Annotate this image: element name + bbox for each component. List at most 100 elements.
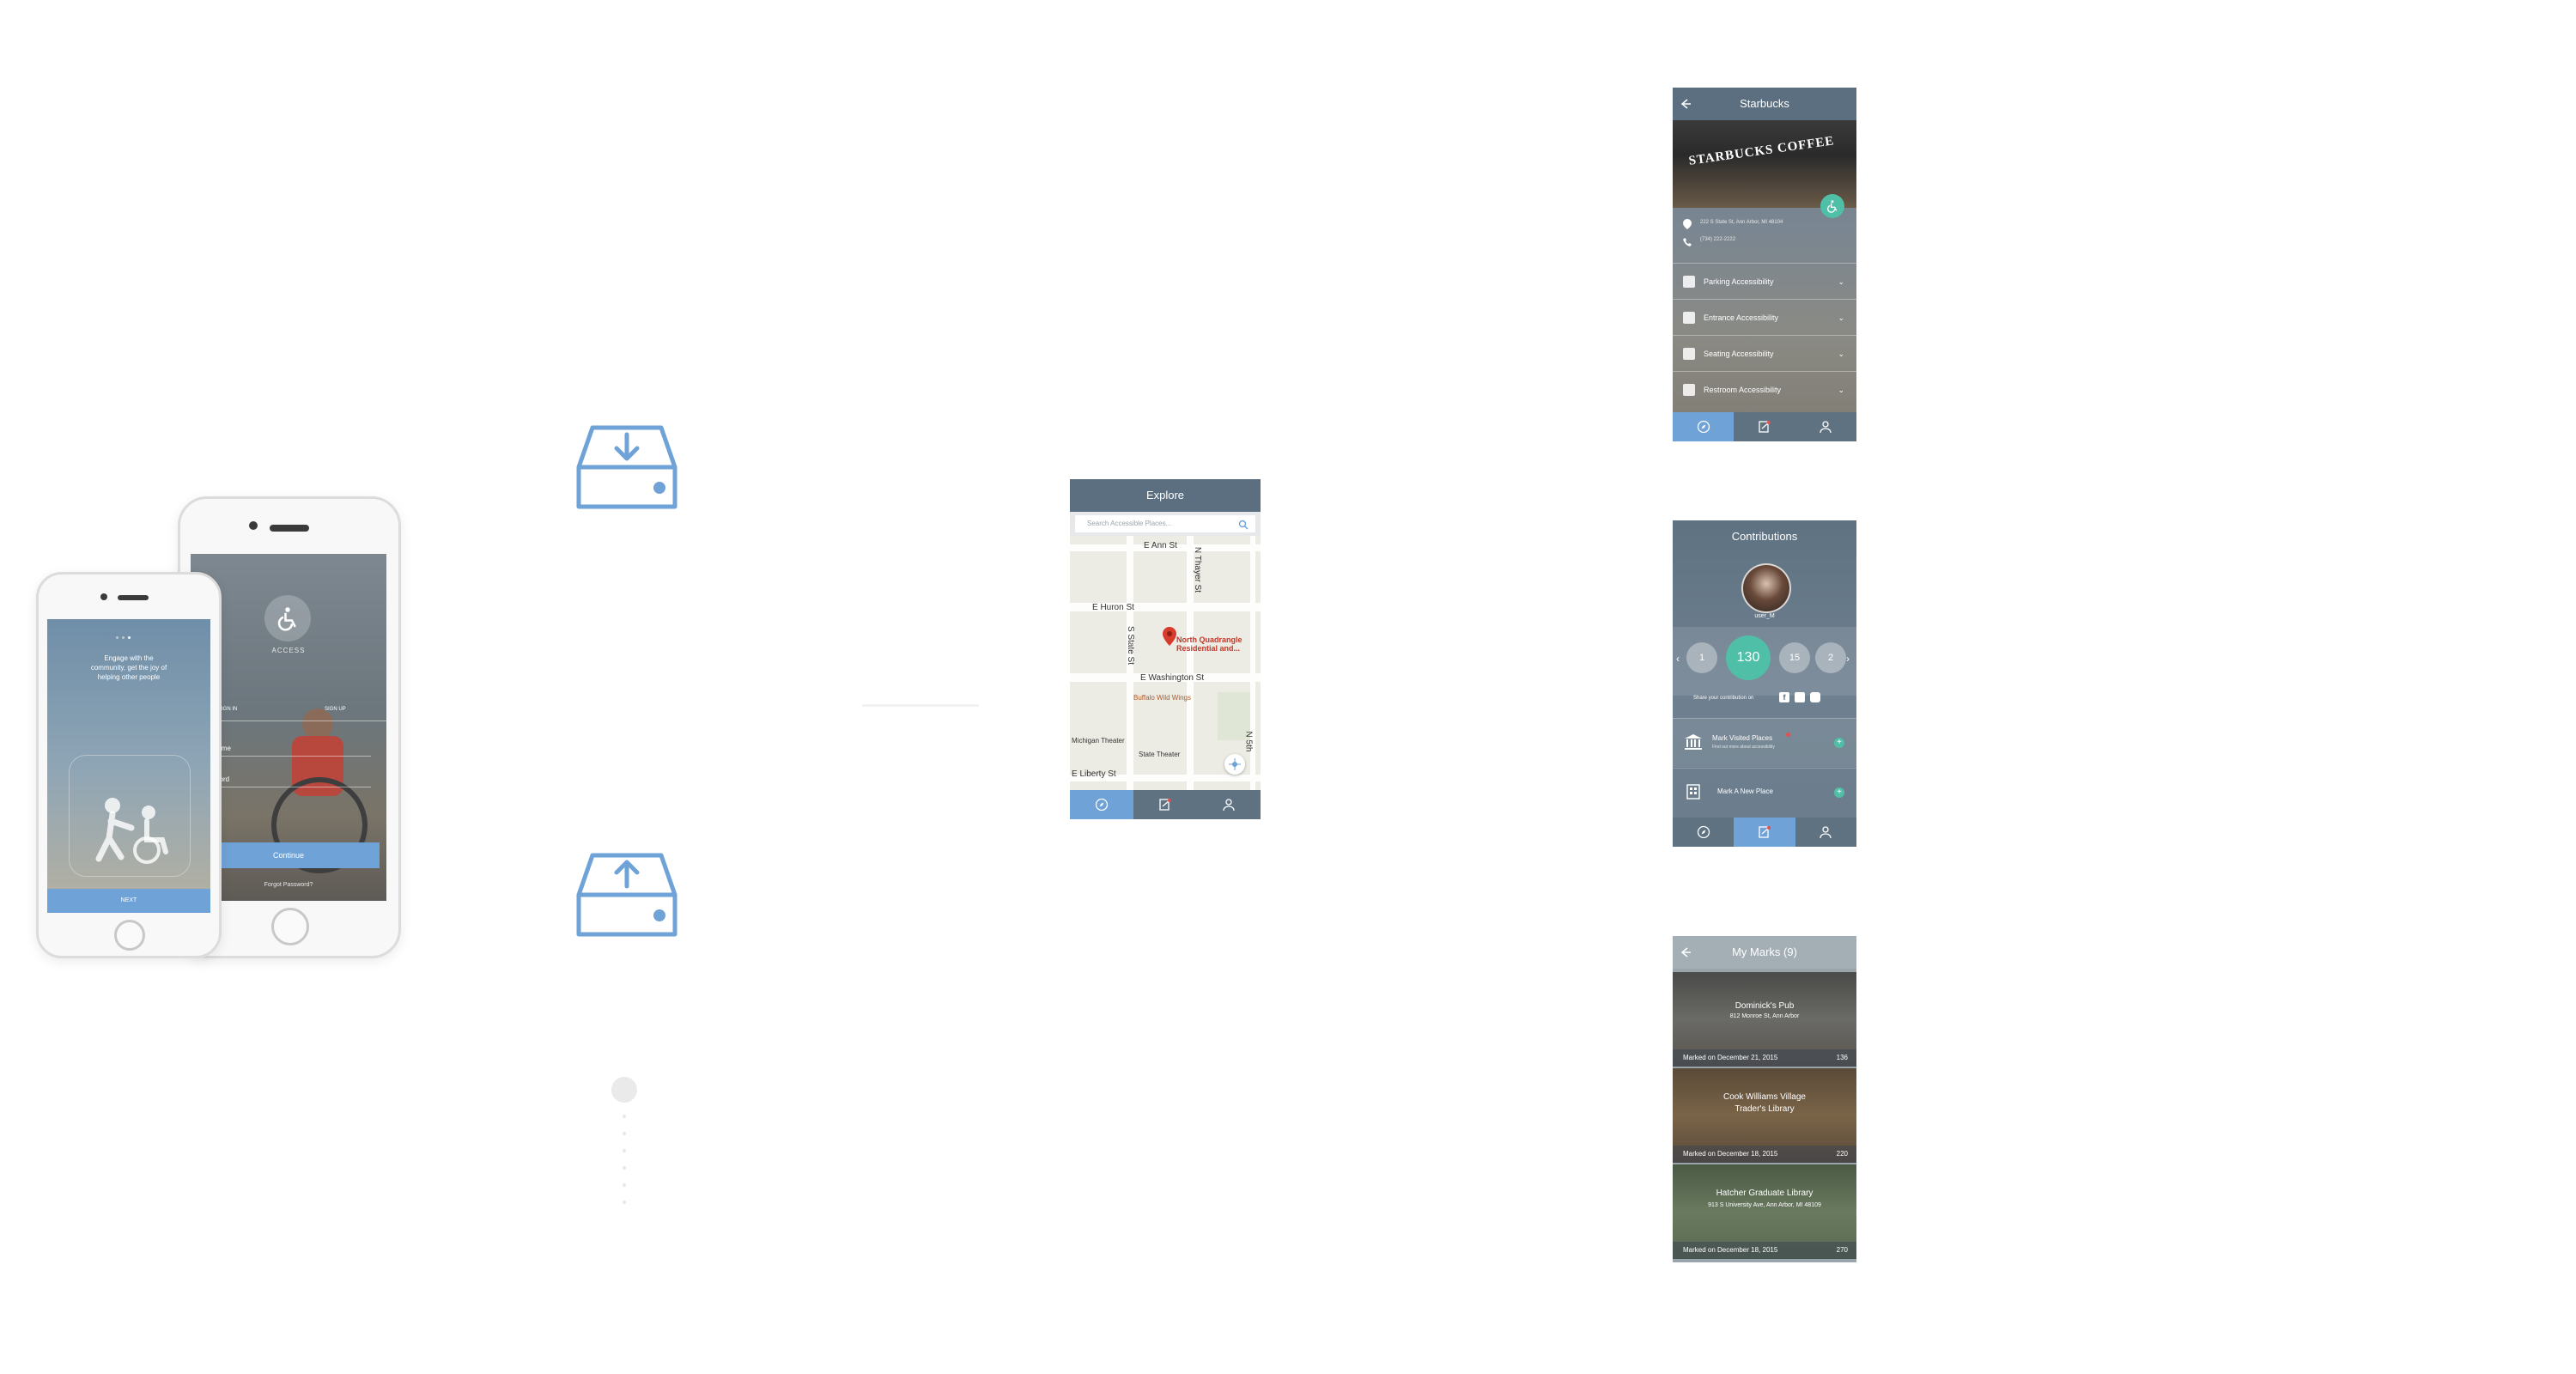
tab-sign-in[interactable]: SIGN IN xyxy=(218,707,238,712)
chevron-down-icon: ⌄ xyxy=(1838,277,1844,286)
row-label: Entrance Accessibility xyxy=(1704,313,1779,322)
explore-title: Explore xyxy=(1070,479,1261,512)
visited-sub: Find out more about accessibility xyxy=(1712,745,1775,750)
mark-date: Marked on December 18, 2015 xyxy=(1683,1246,1778,1254)
row-label: Parking Accessibility xyxy=(1704,277,1774,286)
mark-subtitle: 812 Monroe St, Ann Arbor xyxy=(1729,1013,1800,1019)
row-label: Seating Accessibility xyxy=(1704,350,1774,358)
next-button[interactable]: NEXT xyxy=(47,889,210,913)
user-icon xyxy=(1820,826,1832,839)
row-label: Restroom Accessibility xyxy=(1704,386,1782,394)
search-icon[interactable] xyxy=(1238,519,1249,534)
contributions-title: Contributions xyxy=(1731,530,1798,543)
user-icon xyxy=(1223,799,1235,812)
tab-explore[interactable] xyxy=(1673,818,1734,847)
avatar[interactable] xyxy=(1741,563,1791,613)
street-label-washington: E Washington St xyxy=(1140,673,1205,683)
compass-icon xyxy=(1697,420,1710,434)
place-phone[interactable]: (734) 222-2222 xyxy=(1700,237,1736,242)
tab-profile[interactable] xyxy=(1795,412,1856,441)
stats-prev-icon[interactable]: ‹ xyxy=(1676,653,1680,665)
compass-icon xyxy=(1095,798,1109,812)
store-sign: STARBUCKS COFFEE xyxy=(1687,134,1836,168)
map-pin-icon[interactable] xyxy=(1163,627,1176,650)
stats-next-icon[interactable]: › xyxy=(1846,653,1850,665)
street-label-liberty: E Liberty St xyxy=(1072,769,1116,779)
stat-circle-1: 1 xyxy=(1686,642,1717,673)
parking-icon xyxy=(1683,276,1695,288)
bottom-tab-bar xyxy=(1070,790,1261,819)
mark-subtitle: 913 S University Ave, Ann Arbor, MI 4810… xyxy=(1708,1202,1821,1208)
stat-value: 2 xyxy=(1827,653,1834,663)
tab-contribute[interactable] xyxy=(1133,790,1197,819)
search-input[interactable]: Search Accessible Places... xyxy=(1087,520,1172,527)
phone-icon xyxy=(1683,235,1692,251)
street-label-thayer: N Thayer St xyxy=(1193,546,1203,593)
tab-contribute[interactable] xyxy=(1734,412,1795,441)
mark-card[interactable]: Hatcher Graduate Library 913 S Universit… xyxy=(1673,1164,1856,1259)
view-count: 136 xyxy=(1836,1054,1848,1061)
compass-icon xyxy=(1697,825,1710,839)
username-field[interactable]: Username xyxy=(199,745,371,757)
tab-explore[interactable] xyxy=(1673,412,1735,441)
mark-visited-row[interactable]: Mark Visited Places Find out more about … xyxy=(1673,718,1856,767)
stat-value: 1 xyxy=(1698,653,1705,663)
place-buffalo-wild-wings[interactable]: Buffalo Wild Wings xyxy=(1133,694,1191,702)
street-label-fifth: N 5th xyxy=(1243,731,1254,752)
onboard-screen: Engage with the community, get the joy o… xyxy=(47,619,210,913)
place-state-theater[interactable]: State Theater xyxy=(1139,751,1181,758)
edit-note-icon xyxy=(1759,826,1771,838)
add-icon[interactable]: + xyxy=(1834,787,1844,798)
back-arrow-icon[interactable] xyxy=(1680,946,1692,963)
mark-title: Hatcher Graduate Library xyxy=(1716,1189,1814,1198)
tab-explore[interactable] xyxy=(1070,790,1133,819)
tab-profile[interactable] xyxy=(1197,790,1261,819)
place-michigan-theater[interactable]: Michigan Theater xyxy=(1072,737,1125,745)
place-title: Starbucks xyxy=(1673,88,1856,120)
password-field[interactable]: Password xyxy=(199,775,371,787)
mark-card[interactable]: Dominick's Pub 812 Monroe St, Ann Arbor … xyxy=(1673,972,1856,1067)
bottom-tab-bar xyxy=(1673,818,1856,847)
add-icon[interactable]: + xyxy=(1834,738,1844,748)
entrance-accessibility-row[interactable]: Entrance Accessibility ⌄ xyxy=(1673,299,1856,336)
twitter-icon[interactable] xyxy=(1795,692,1805,702)
my-marks-title: My Marks (9) xyxy=(1673,936,1856,969)
street-label-ann: E Ann St xyxy=(1144,541,1177,550)
tab-profile[interactable] xyxy=(1795,818,1856,847)
pin-label-line2: Residential and... xyxy=(1176,644,1241,653)
parking-accessibility-row[interactable]: Parking Accessibility ⌄ xyxy=(1673,263,1856,300)
tab-sign-up[interactable]: SIGN UP xyxy=(325,707,346,712)
wheelchair-user-silhouette xyxy=(268,708,368,873)
tab-contribute[interactable] xyxy=(1734,818,1795,847)
login-screen: ACCESS SIGN IN SIGN UP Username Password… xyxy=(191,554,386,901)
stat-circle-2: 130 xyxy=(1726,635,1771,680)
helping-people-icon xyxy=(69,755,191,877)
storefront-photo: STARBUCKS COFFEE xyxy=(1673,120,1856,208)
user-icon xyxy=(1820,421,1832,434)
map-canvas[interactable]: E Ann St E Huron St E Washington St E Li… xyxy=(1070,479,1261,790)
seating-accessibility-row[interactable]: Seating Accessibility ⌄ xyxy=(1673,335,1856,372)
restroom-accessibility-row[interactable]: Restroom Accessibility ⌄ xyxy=(1673,371,1856,408)
my-marks-screen: My Marks (9) Dominick's Pub 812 Monroe S… xyxy=(1673,936,1856,1262)
mark-title: Cook Williams Village xyxy=(1723,1092,1806,1102)
mark-subtitle: Trader's Library xyxy=(1735,1104,1795,1114)
locate-me-icon[interactable] xyxy=(1224,754,1245,775)
profile-username: user_M xyxy=(1754,613,1775,619)
continue-button[interactable]: Continue xyxy=(197,842,380,868)
chevron-down-icon: ⌄ xyxy=(1838,349,1844,358)
search-bar[interactable]: Search Accessible Places... xyxy=(1070,512,1261,536)
instagram-icon[interactable] xyxy=(1810,692,1820,702)
back-arrow-icon[interactable] xyxy=(1680,98,1692,114)
mark-card[interactable]: Cook Williams Village Trader's Library M… xyxy=(1673,1068,1856,1163)
explore-screen: Explore Search Accessible Places... E An… xyxy=(1070,479,1261,819)
restroom-icon xyxy=(1683,384,1695,396)
page-indicator xyxy=(116,636,142,640)
mark-new-place-row[interactable]: Mark A New Place + xyxy=(1673,768,1856,817)
contributions-screen: Contributions user_M ‹ › 1 130 15 2 Shar… xyxy=(1673,520,1856,847)
forgot-password-link[interactable]: Forgot Password? xyxy=(264,882,313,888)
accessible-badge-icon xyxy=(1820,194,1844,218)
stat-value: 130 xyxy=(1736,650,1760,665)
facebook-icon[interactable]: f xyxy=(1779,692,1789,702)
